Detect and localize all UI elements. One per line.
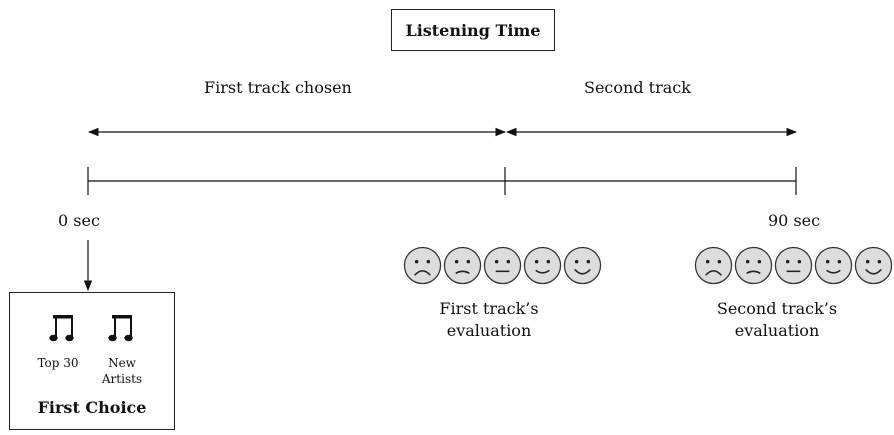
first-choice-box: Top 30 New Artists First Choice — [9, 292, 175, 430]
first-evaluation-label: First track’s evaluation — [414, 298, 564, 342]
first-segment-label: First track chosen — [204, 78, 352, 97]
neutral-face-icon — [774, 246, 813, 285]
very-happy-face-icon — [563, 246, 602, 285]
option-new-artists-line-1: New — [108, 356, 136, 370]
neutral-face-icon — [483, 246, 522, 285]
first-evaluation-faces — [403, 246, 602, 285]
second-evaluation-line-1: Second track’s — [716, 299, 838, 318]
option-new-artists-label: New Artists — [92, 355, 152, 387]
end-time-label: 90 sec — [768, 211, 821, 230]
music-note-icon — [49, 315, 74, 342]
second-segment-label: Second track — [584, 78, 691, 97]
very-sad-face-icon — [403, 246, 442, 285]
second-evaluation-label: Second track’s evaluation — [702, 298, 852, 342]
first-choice-heading: First Choice — [37, 398, 147, 417]
option-top30-line-1: Top 30 — [37, 356, 79, 370]
title: Listening Time — [405, 20, 541, 40]
option-new-artists-line-2: Artists — [101, 372, 143, 386]
happy-face-icon — [523, 246, 562, 285]
start-time-label: 0 sec — [58, 211, 100, 230]
second-evaluation-faces — [694, 246, 893, 285]
music-note-icon — [108, 315, 133, 342]
option-top30-label: Top 30 — [28, 355, 88, 371]
first-evaluation-line-1: First track’s — [439, 299, 539, 318]
very-sad-face-icon — [694, 246, 733, 285]
sad-face-icon — [443, 246, 482, 285]
sad-face-icon — [734, 246, 773, 285]
second-evaluation-line-2: evaluation — [734, 321, 820, 340]
very-happy-face-icon — [854, 246, 893, 285]
happy-face-icon — [814, 246, 853, 285]
first-evaluation-line-2: evaluation — [446, 321, 532, 340]
title-box: Listening Time — [391, 9, 555, 51]
